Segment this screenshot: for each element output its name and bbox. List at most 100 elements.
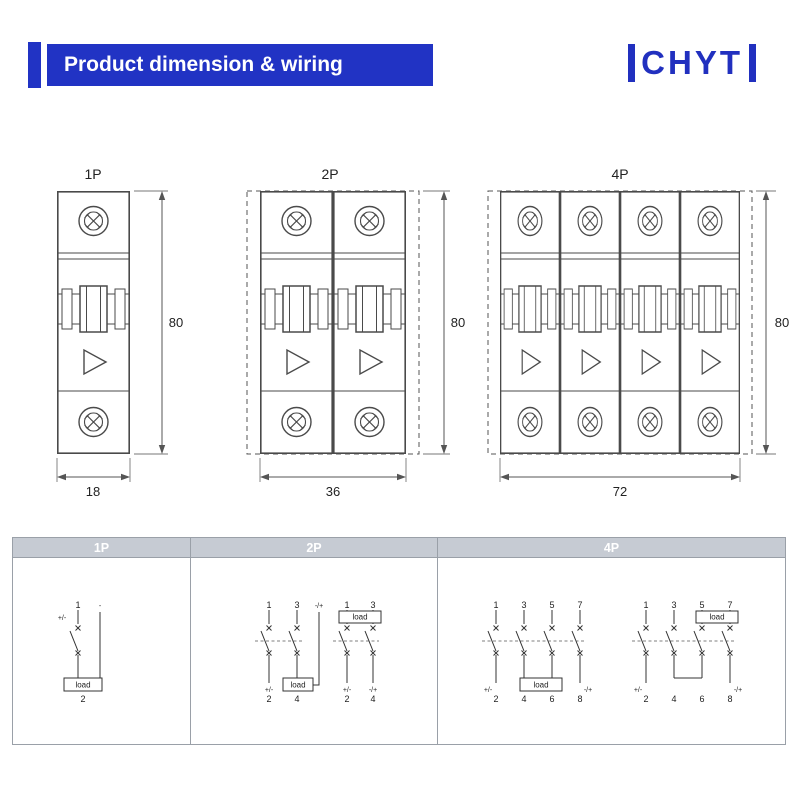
load-box [338, 610, 382, 624]
height-dim-label: 80 [775, 315, 789, 330]
logo-text: CHYT [641, 44, 743, 81]
breaker-module [621, 192, 680, 453]
wiring-diagram-1p: load 1 +/- - 2 [58, 600, 103, 704]
terminal-label: 3 [370, 600, 375, 610]
terminal-label: 6 [549, 694, 554, 704]
unit-label-4p: 4P [611, 166, 628, 182]
polarity-mark: +/- [58, 615, 67, 622]
breaker-module [261, 192, 332, 453]
width-dimension-4p: 72 [499, 458, 741, 499]
polarity-mark: -/+ [734, 687, 742, 694]
brand-logo: CHYT [628, 42, 756, 84]
terminal-label: 4 [671, 694, 676, 704]
breaker-module [561, 192, 620, 453]
width-dimension-2p: 36 [259, 458, 407, 499]
terminal-label: 3 [294, 600, 299, 610]
terminal-label: 2 [80, 694, 85, 704]
terminal-label: 4 [370, 694, 375, 704]
terminal-label: 5 [699, 600, 704, 610]
width-dim-label: 72 [613, 484, 627, 499]
load-box [282, 677, 314, 692]
wires [637, 610, 733, 683]
load-label: load [533, 681, 548, 690]
breaker-2p-drawing: 2P 80 36 [246, 166, 465, 499]
breaker-4p-drawing: 4P 80 72 [487, 166, 789, 499]
logo-left-bar-icon [628, 44, 636, 82]
terminal-label: 1 [266, 600, 271, 610]
height-dimension-2p: 80 [423, 190, 465, 455]
wiring-diagram-4p: load 1 3 5 7 +/- -/+ 2 4 6 8 [482, 600, 742, 704]
load-label: load [352, 613, 367, 622]
dimension-drawings: 1P 80 18 2P [56, 166, 789, 499]
terminal-label: 1 [643, 600, 648, 610]
height-dim-label: 80 [451, 315, 465, 330]
terminal-label: 4 [521, 694, 526, 704]
height-dim-label: 80 [169, 315, 183, 330]
wiring-col-header-1p: 1P [13, 538, 191, 557]
wires [260, 610, 320, 686]
terminal-label: 5 [549, 600, 554, 610]
terminal-label: 8 [727, 694, 732, 704]
breaker-module [681, 192, 740, 453]
terminal-label: 2 [493, 694, 498, 704]
load-box [695, 610, 739, 624]
load-box [63, 677, 103, 692]
polarity-mark: +/- [343, 687, 352, 694]
load-box [519, 677, 563, 692]
wiring-table-header: 1P 2P 4P [13, 538, 785, 558]
polarity-mark: +/- [484, 687, 493, 694]
polarity-mark: +/- [265, 687, 274, 694]
terminal-label: 4 [294, 694, 299, 704]
terminal-label: 8 [577, 694, 582, 704]
unit-label-2p: 2P [321, 166, 338, 182]
breaker-1p-drawing: 1P 80 18 [56, 166, 183, 499]
width-dim-label: 18 [86, 484, 100, 499]
din-envelope-outline [487, 190, 753, 455]
polarity-mark: - [99, 603, 102, 610]
polarity-mark: -/+ [315, 603, 323, 610]
page-title: Product dimension & wiring [64, 53, 343, 76]
polarity-mark: +/- [634, 687, 643, 694]
terminal-label: 7 [727, 600, 732, 610]
wires [487, 610, 583, 683]
header-banner: Product dimension & wiring [47, 44, 433, 86]
logo-right-bar-icon [749, 44, 756, 82]
width-dim-label: 36 [326, 484, 340, 499]
terminal-label: 1 [493, 600, 498, 610]
breaker-module [58, 192, 129, 453]
terminal-label: 3 [671, 600, 676, 610]
wires [69, 610, 101, 678]
terminal-label: 7 [577, 600, 582, 610]
din-envelope-outline [246, 190, 420, 455]
unit-label-1p: 1P [84, 166, 101, 182]
wiring-cell-1p: load 1 +/- - 2 [13, 558, 191, 744]
breaker-module [501, 192, 560, 453]
wiring-diagram-2p: load 1 3 -/+ +/- 2 4 [255, 600, 382, 704]
wiring-2p-diagram-b: load 1 3 +/- -/+ 2 4 [333, 600, 382, 704]
wiring-4p-diagram-b: load 1 3 5 7 +/- -/+ 2 4 6 8 [632, 600, 742, 704]
header-accent-bar [28, 42, 41, 88]
terminal-label: 3 [521, 600, 526, 610]
width-dimension-1p: 18 [56, 458, 131, 499]
wiring-table-body: load 1 +/- - 2 [13, 558, 785, 744]
load-label: load [290, 681, 305, 690]
wires [338, 610, 376, 683]
breaker-module [334, 192, 405, 453]
polarity-mark: -/+ [584, 687, 592, 694]
terminal-label: 6 [699, 694, 704, 704]
height-dimension-4p: 80 [756, 190, 789, 455]
polarity-mark: -/+ [369, 687, 377, 694]
wiring-table: 1P 2P 4P load 1 +/- - 2 [12, 537, 786, 745]
load-label: load [709, 613, 724, 622]
height-dimension-1p: 80 [134, 190, 183, 455]
terminal-label: 2 [643, 694, 648, 704]
load-label: load [75, 681, 90, 690]
wiring-cell-4p: load 1 3 5 7 +/- -/+ 2 4 6 8 [438, 558, 785, 744]
wiring-cell-2p: load 1 3 -/+ +/- 2 4 [191, 558, 438, 744]
wiring-4p-diagram-a: load 1 3 5 7 +/- -/+ 2 4 6 8 [482, 600, 592, 704]
terminal-label: 1 [344, 600, 349, 610]
terminal-label: 2 [266, 694, 271, 704]
wiring-2p-diagram-a: load 1 3 -/+ +/- 2 4 [255, 600, 323, 704]
wiring-col-header-2p: 2P [191, 538, 438, 557]
